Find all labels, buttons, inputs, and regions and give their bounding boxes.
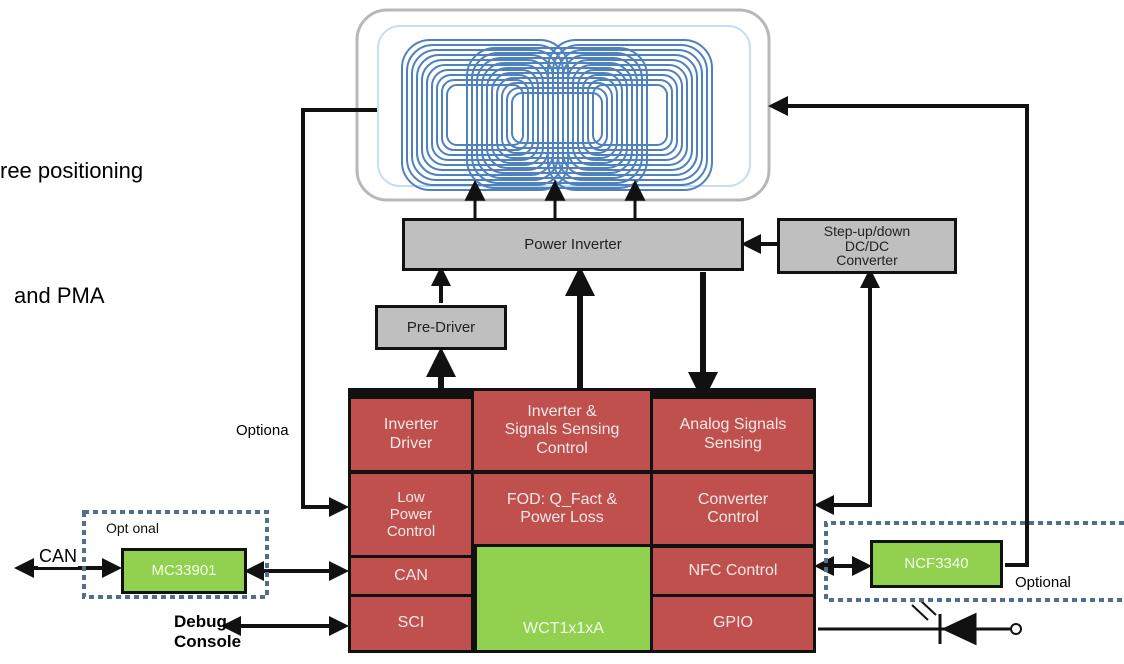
debug-console-label: Debug Console (174, 612, 242, 652)
optional-right-line (768, 96, 1029, 567)
low-power-control-block: Low Power Control (351, 474, 471, 555)
coil-winding (431, 69, 539, 161)
fod-block: FOD: Q_Fact & Power Loss (474, 474, 650, 544)
coil-winding (577, 69, 683, 161)
connector-lines (14, 96, 1029, 636)
optional-left-label: Optiona (236, 422, 289, 439)
can-block: CAN (351, 558, 471, 594)
inverter-signals-sensing-block: Inverter & Signals Sensing Control (474, 391, 650, 470)
coil-winding (441, 79, 529, 151)
gpio-block: GPIO (653, 597, 813, 650)
optional-left-line (301, 108, 377, 517)
pre-driver-block: Pre-Driver (375, 305, 507, 350)
mc33901-block: MC33901 (121, 548, 247, 594)
optional-mc33901-label: Opt onal (106, 520, 159, 536)
coil-winding (486, 67, 628, 169)
nfc-control-block: NFC Control (653, 548, 813, 594)
optional-frame-mc33901 (82, 510, 269, 599)
side-text-positioning: ree positioning (0, 158, 144, 183)
analog-signals-sensing-block: Analog Signals Sensing (653, 399, 813, 470)
coil-winding (491, 72, 623, 164)
sci-block: SCI (351, 597, 471, 650)
power-inverter-block: Power Inverter (402, 218, 744, 271)
can-external-label: CAN (38, 546, 79, 567)
coil-assembly (355, 8, 771, 202)
coil-winding (562, 54, 698, 176)
led-icon (911, 599, 977, 646)
coil-winding (572, 64, 688, 166)
coil-winding (582, 74, 678, 156)
side-text-pma: and PMA (14, 283, 105, 308)
coil-winding (567, 59, 693, 171)
terminal-icon (1010, 623, 1022, 635)
inverter-driver-block: Inverter Driver (351, 399, 471, 470)
converter-control-block: Converter Control (653, 474, 813, 544)
coil-winding (587, 79, 673, 151)
coil-winding (592, 84, 668, 146)
coil-winding (446, 84, 524, 146)
wct-mcu-block: WCT1x1xA (477, 547, 650, 650)
optional-frame-ncf3340 (824, 521, 1124, 602)
optional-ncf3340-label: Optional (1015, 574, 1071, 591)
ncf3340-block: NCF3340 (870, 540, 1003, 588)
dc-dc-converter-block: Step-up/down DC/DC Converter (777, 218, 957, 274)
